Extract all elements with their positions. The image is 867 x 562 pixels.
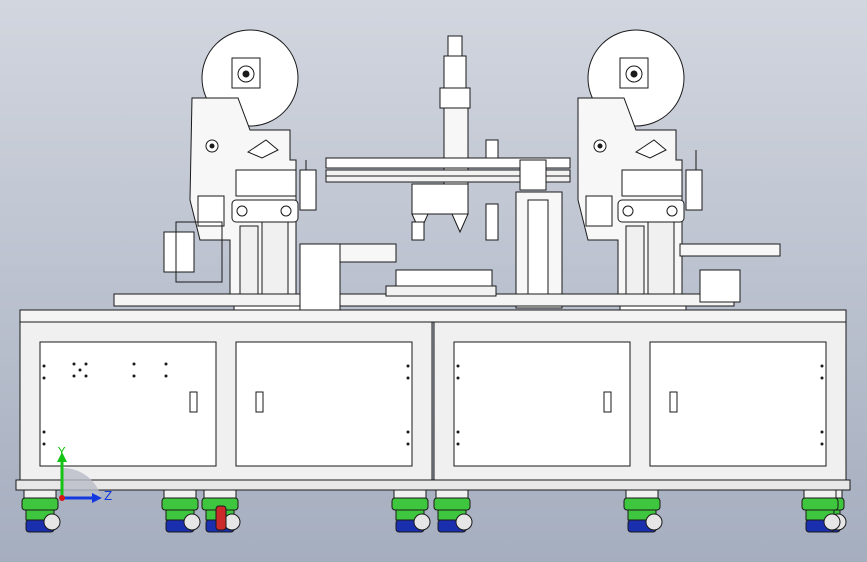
center-gantry-icon (325, 35, 571, 309)
caster-1 (21, 489, 61, 533)
y-axis-label: Y (57, 445, 66, 459)
caster-7 (161, 489, 201, 533)
cabinet-top-plate (19, 309, 847, 323)
door-handle-4 (669, 391, 678, 413)
z-axis-label: Z (104, 489, 112, 503)
door-handle-3 (603, 391, 612, 413)
conveyor-area (113, 243, 781, 311)
coordinate-triad: Y Z (57, 445, 112, 503)
cabinet-door-1 (39, 341, 217, 467)
caster-8 (801, 489, 841, 533)
caster-4 (433, 489, 473, 533)
cabinet-base (15, 309, 851, 491)
left-labeling-head (163, 29, 317, 311)
door-handle-1 (189, 391, 198, 413)
cabinet-door-2 (235, 341, 413, 467)
caster-3 (391, 489, 431, 533)
caster-5 (623, 489, 663, 533)
hinge-dots (42, 362, 824, 446)
casters (21, 489, 847, 533)
cabinet-door-4 (649, 341, 827, 467)
cabinet-door-3 (453, 341, 631, 467)
triad-origin (59, 495, 65, 501)
caster-brake (215, 505, 227, 531)
door-handle-2 (255, 391, 264, 413)
